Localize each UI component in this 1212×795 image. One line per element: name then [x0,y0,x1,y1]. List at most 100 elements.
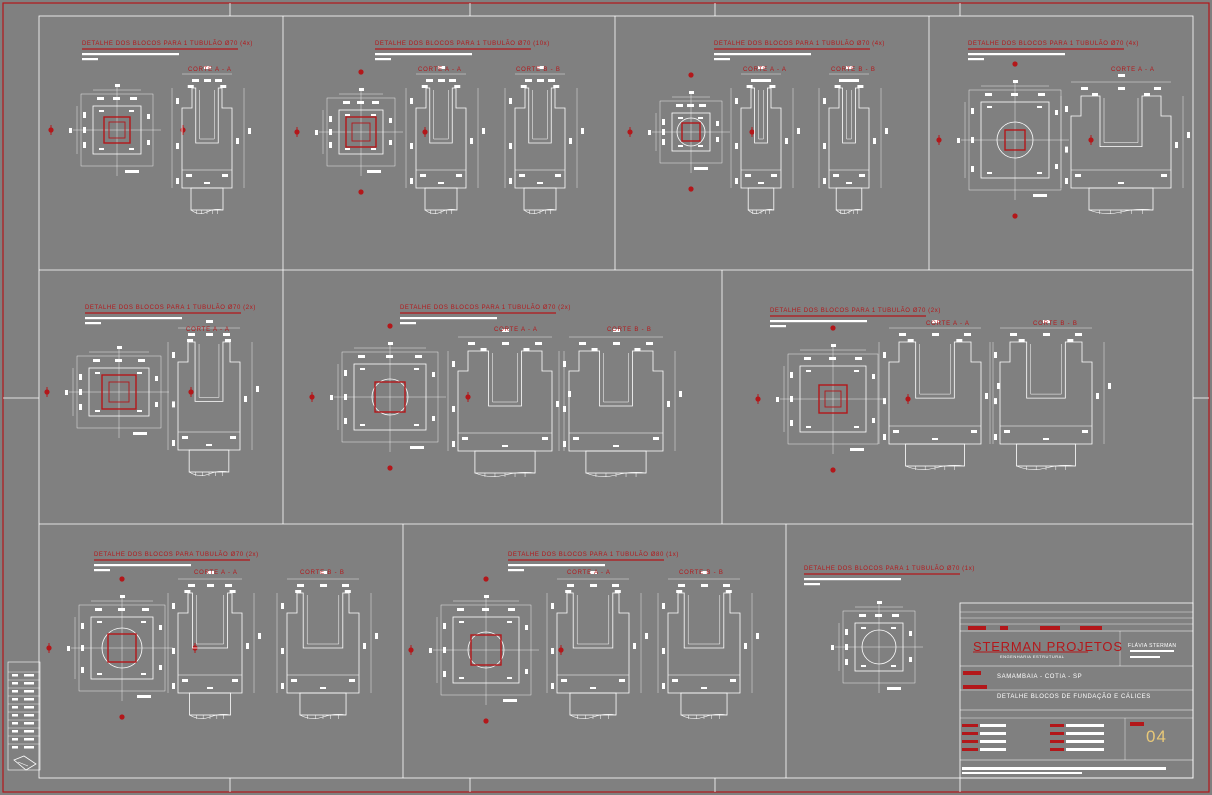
detail-title-9: DETALHE DOS BLOCOS PARA 1 TUBULÃO Ø80 (1… [508,552,679,558]
cad-fill [555,174,561,177]
cad-fill [452,406,455,412]
cad-fill [1118,87,1125,90]
cad-fill [723,584,730,587]
drawing-subject: DETALHE BLOCOS DE FUNDAÇÃO E CÁLICES [997,694,1151,700]
cut-marker [119,714,125,720]
cad-fill [679,391,682,397]
cad-fill [509,98,512,104]
cad-rect [681,122,701,142]
cad-fill [329,116,332,122]
cad-fill [758,66,765,69]
cad-fill [932,320,939,323]
cad-path [474,472,536,477]
cad-path [740,87,782,189]
cad-fill [735,178,738,184]
cad-fill [590,687,596,689]
cad-fill [172,440,175,446]
cad-path [569,714,617,719]
cut-label-b-6: CORTE B - B [607,327,652,333]
cad-fill [367,170,381,173]
cad-fill [137,410,142,412]
cad-rect [189,692,231,716]
cad-fill [155,402,158,407]
cut-marker [387,323,393,329]
cad-fill [349,679,355,682]
cad-fill [176,143,179,149]
cad-rect [101,374,137,410]
cad-fill [509,143,512,149]
cad-fill [613,329,620,332]
cad-fill [1175,142,1178,148]
cad-fill [176,178,179,184]
cad-fill [12,746,18,749]
cad-path [1016,465,1076,470]
cut-label-b-9: CORTE B - B [679,570,724,576]
cad-fill [345,148,350,150]
cad-fill [85,322,101,325]
cad-fill [667,401,670,407]
detail-title-3: DETALHE DOS BLOCOS PARA 1 TUBULÃO Ø70 (4… [714,41,885,47]
cut-label-a-1: CORTE A - A [188,67,232,73]
cad-fill [1037,106,1042,108]
cad-fill [1004,430,1010,433]
cad-fill [678,117,683,119]
cad-path [846,90,852,140]
cad-fill [206,320,213,323]
cad-path [905,465,965,470]
cad-fill [117,346,122,349]
cad-rect [818,384,848,414]
cad-fill [244,396,247,402]
cad-fill [804,357,811,360]
cad-fill [81,667,84,673]
cad-fill [1033,194,1047,197]
cad-fill [829,357,836,360]
cut-marker [830,325,836,331]
cut-label-a-7: CORTE A - A [926,321,970,327]
cad-circle [101,627,143,669]
cad-fill [699,104,706,107]
cad-fill [823,143,826,149]
cad-fill [845,644,848,650]
cad-circle [676,117,706,147]
cad-fill [1108,383,1111,389]
cad-fill [569,138,572,144]
cad-fill [678,584,685,587]
cad-path [828,87,870,189]
cad-path [415,87,467,189]
cad-fill [563,441,566,447]
cad-fill [1000,626,1008,630]
cad-fill [565,590,572,593]
cad-fill [846,66,853,69]
cad-fill [99,110,104,112]
cad-fill [172,401,175,408]
cad-path [1070,95,1172,189]
cad-fill [563,406,566,412]
cad-circle [467,631,505,669]
cut-marker [1012,61,1018,67]
detail-title-5: DETALHE DOS BLOCOS PARA 1 TUBULÃO Ø70 (2… [85,305,256,311]
cad-fill [646,342,653,345]
cad-fill [806,426,811,428]
cad-fill [207,687,213,689]
cad-fill [24,738,34,741]
cad-fill [662,603,665,609]
cad-path [177,341,241,451]
cad-fill [507,677,512,679]
cad-fill [468,342,475,345]
cad-fill [137,372,142,374]
cad-fill [551,603,554,609]
cad-fill [207,571,214,574]
cad-fill [65,390,68,395]
cad-fill [1037,172,1042,174]
cad-fill [519,174,525,177]
cad-fill [386,355,393,358]
cad-rect [299,692,347,716]
detail-title-1: DETALHE DOS BLOCOS PARA 1 TUBULÃO Ø70 (4… [82,41,253,47]
cad-fill [452,441,455,447]
cad-fill [1043,438,1049,440]
cad-rect [1016,443,1076,467]
cad-fill [769,85,776,88]
cad-fill [764,79,771,82]
cad-fill [716,121,719,126]
